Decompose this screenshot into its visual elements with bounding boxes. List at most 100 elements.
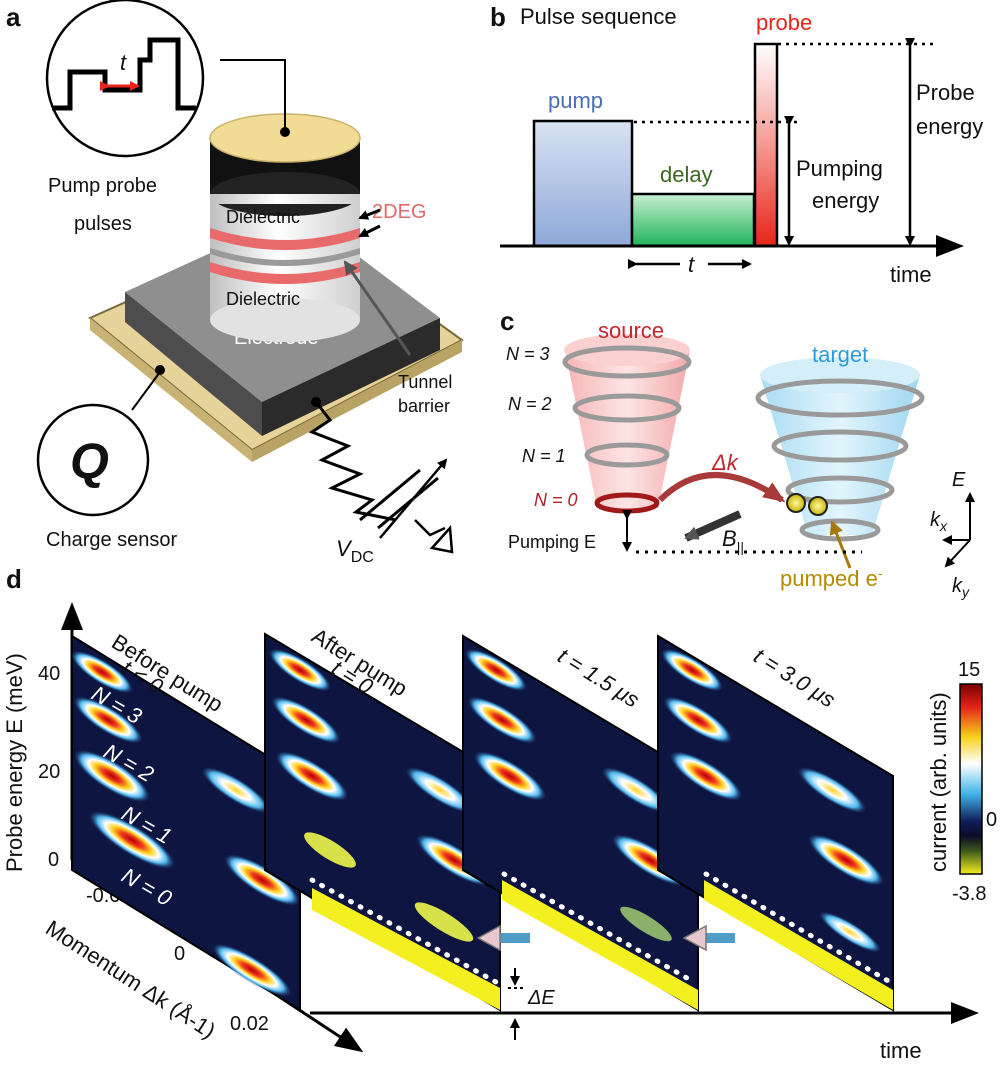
source-ring-n2 xyxy=(572,393,682,423)
y-tick-20: 20 xyxy=(38,761,60,783)
cylinder-gap xyxy=(210,194,360,204)
dots-3 xyxy=(501,871,697,985)
panel-d: d 40 20 0 Probe energy E (meV) -0.02 0 0… xyxy=(2,564,997,1063)
charge-symbol: Q xyxy=(70,433,109,489)
pumping-energy-label-1: Pumping xyxy=(796,156,883,181)
blob xyxy=(275,751,349,801)
target-ring-1 xyxy=(755,378,925,418)
colorbar-max: 15 xyxy=(958,659,980,681)
y-tick-40: 40 xyxy=(38,663,60,685)
resistor-zigzag xyxy=(308,401,397,522)
blob xyxy=(88,810,176,870)
delay-label: delay xyxy=(660,162,713,187)
panel-b-letter: b xyxy=(490,2,506,32)
pulse-waveform xyxy=(52,37,196,111)
pumped-label: pumped e- xyxy=(780,565,883,591)
pulse-t-label: t xyxy=(120,50,127,75)
dots-2 xyxy=(309,877,499,985)
pulses-label-1: Pump probe xyxy=(48,175,157,197)
sensor-wire xyxy=(131,371,161,411)
blob xyxy=(271,696,341,744)
probe-energy-label-2: energy xyxy=(916,114,983,139)
tunnel-arrow xyxy=(343,260,412,356)
dielectric-top-label: Dielectric xyxy=(226,207,300,227)
blob xyxy=(304,832,356,868)
axis-e-label: E xyxy=(952,469,966,491)
probe-label: probe xyxy=(756,10,812,35)
blob xyxy=(660,648,724,692)
blob xyxy=(73,696,143,744)
2deg-arrow-2 xyxy=(358,224,381,238)
source-cone xyxy=(565,350,690,508)
source-ring-n1 xyxy=(584,442,670,468)
colorbar-min: -3.8 xyxy=(952,883,986,905)
blob xyxy=(797,766,867,814)
dk-label: Δk xyxy=(711,450,739,475)
pulse-sequence-title: Pulse sequence xyxy=(520,4,677,29)
sensor-contact xyxy=(155,365,165,375)
time-label-d: time xyxy=(880,1038,922,1063)
pump-pulse-bar xyxy=(532,119,634,248)
blob xyxy=(70,650,134,694)
b-field-label: B|| xyxy=(722,526,744,555)
charge-sensor-circle xyxy=(36,403,150,517)
charge-sensor-label: Charge sensor xyxy=(46,529,178,551)
panel-b: b Pulse sequence pump delay probe time P… xyxy=(490,2,983,287)
tunnel-label-2: barrier xyxy=(398,396,450,416)
blob xyxy=(819,911,881,953)
blob xyxy=(268,648,332,692)
ground-symbol xyxy=(429,525,454,554)
target-label: target xyxy=(812,342,868,367)
level-n3: N = 3 xyxy=(506,344,550,364)
dielectric-bottom-label: Dielectric xyxy=(226,289,300,309)
colorbar-zero: 0 xyxy=(986,809,997,831)
target-ring-3 xyxy=(785,475,895,505)
x-tick-pos: 0.02 xyxy=(230,1013,269,1035)
blob xyxy=(201,766,271,814)
blob xyxy=(464,648,528,692)
level-n1: N = 1 xyxy=(522,446,566,466)
blob xyxy=(663,696,733,744)
slice-4-yellow-band xyxy=(704,880,893,1010)
2deg-arrow-1 xyxy=(358,208,381,220)
blob xyxy=(73,749,151,803)
pump-label: pump xyxy=(548,88,603,113)
delay-t-gap xyxy=(680,250,708,278)
slice-3-yellow-band xyxy=(502,880,698,1010)
dots-4 xyxy=(703,871,893,985)
blob xyxy=(473,751,547,801)
ground-wire xyxy=(414,519,446,537)
pumping-e-label: Pumping E xyxy=(508,532,596,552)
2deg-band-1 xyxy=(210,228,360,250)
b-field-arrow xyxy=(684,510,742,542)
slice-2-blobs xyxy=(268,648,492,942)
variable-arrow xyxy=(379,458,448,539)
blob xyxy=(808,834,884,886)
blob xyxy=(669,751,743,801)
y-axis-label: Probe energy E (meV) xyxy=(2,653,27,872)
level-n2: N = 2 xyxy=(508,394,552,414)
electrode-right xyxy=(262,318,440,436)
axis-ky-label: ky xyxy=(952,575,970,600)
pumped-electron-2 xyxy=(808,496,828,516)
blob xyxy=(212,943,292,997)
pumped-electron-1 xyxy=(786,493,806,513)
source-ring-n3 xyxy=(562,345,692,379)
probe-energy-label-1: Probe xyxy=(916,80,975,105)
blob xyxy=(601,766,671,814)
colorbar xyxy=(959,683,983,875)
y-tick-0: 0 xyxy=(48,849,59,871)
base-plate-side xyxy=(90,318,252,462)
delay-bar xyxy=(630,192,756,248)
top-wire xyxy=(220,59,286,132)
cylinder-bottom xyxy=(210,298,360,342)
pumped-arrow xyxy=(829,520,852,569)
slice-2-yellow-band xyxy=(312,888,500,1010)
highlight-arrow-2 xyxy=(476,924,501,952)
blob xyxy=(414,902,474,942)
source-label: source xyxy=(598,318,664,343)
panel-c: c source target N = 3 N = 2 N = 1 N = 0 … xyxy=(500,306,975,600)
blob xyxy=(620,906,672,942)
delta-e-label: ΔE xyxy=(527,987,555,1009)
